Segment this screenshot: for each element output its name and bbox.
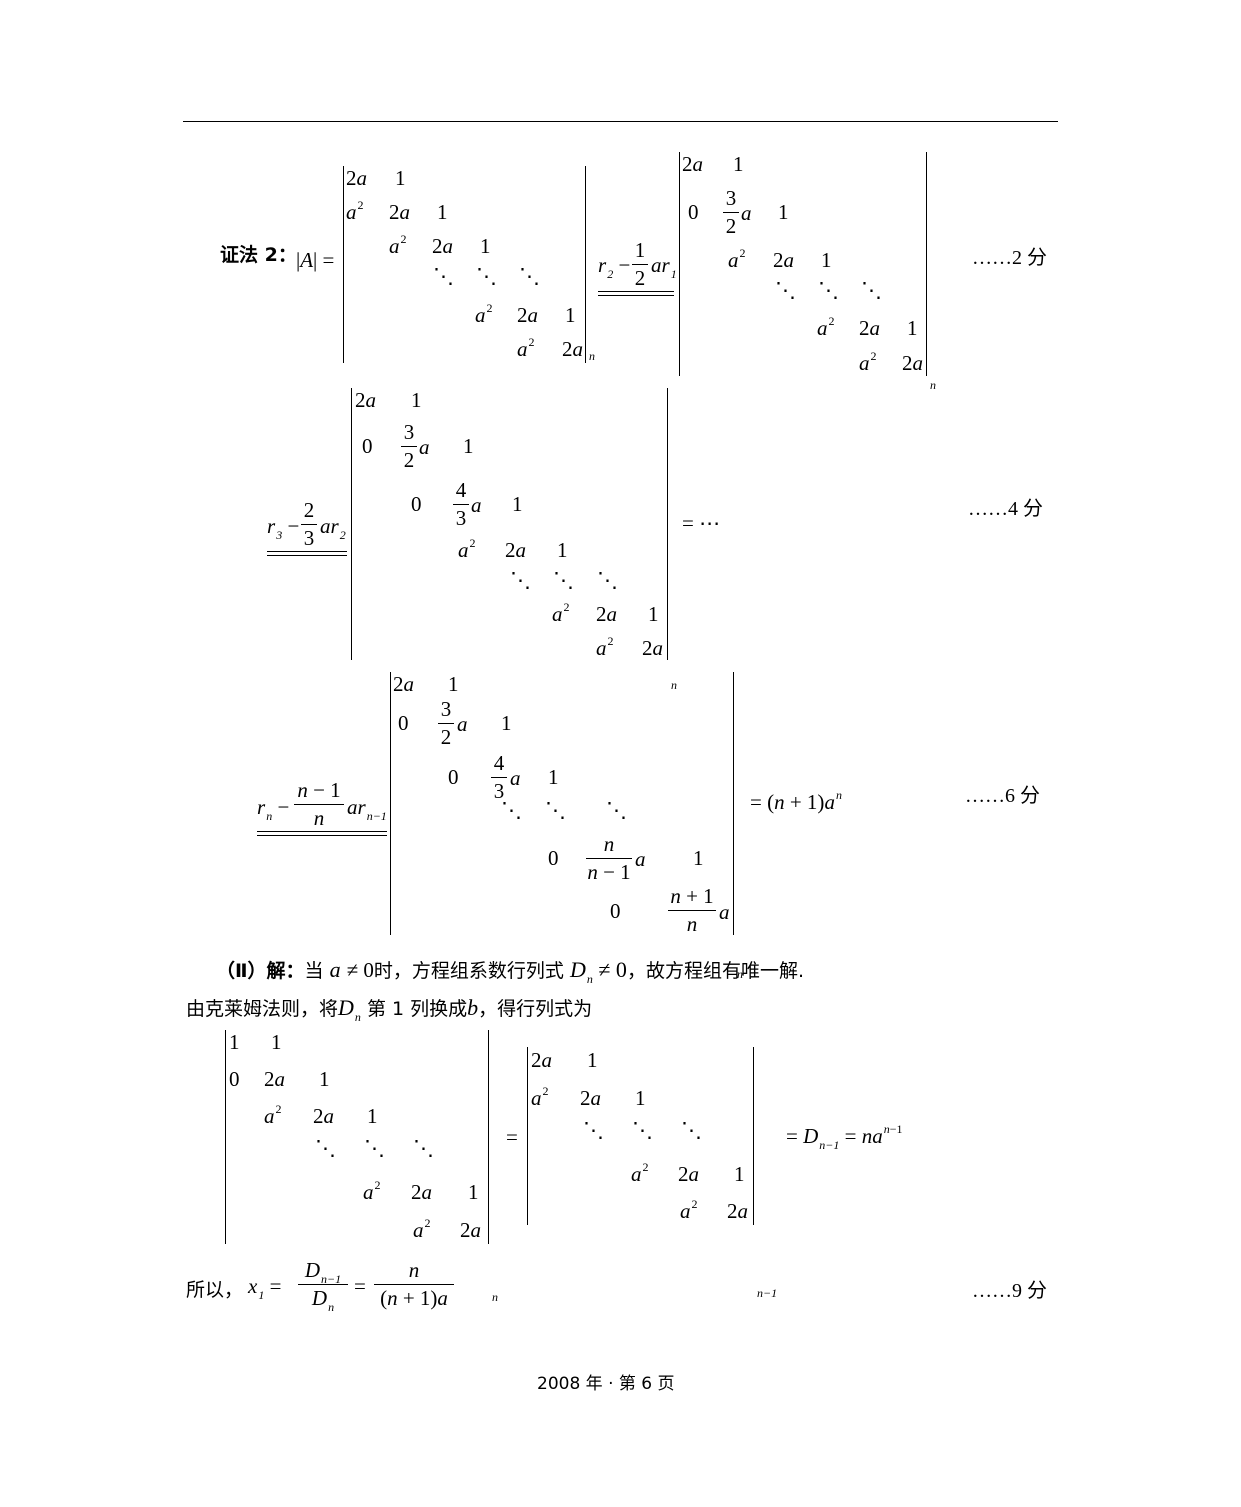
score-9: ……9 分: [972, 1280, 1047, 1302]
det6-right-bar: [753, 1047, 754, 1225]
det1-right-bar: [585, 166, 586, 363]
det5-entries: 1 1 0 2a 1 a2 2a 1 ⋱ ⋱ ⋱ a2 2a 1 a2 2a n: [229, 1030, 498, 1305]
det4-right-bar: [733, 672, 734, 935]
score-2: ……2 分: [972, 247, 1047, 269]
det4-left-bar: [390, 672, 391, 935]
det1-left-bar: [343, 166, 344, 363]
det3-left-bar: [351, 388, 352, 660]
proof-label: 证法 2：: [220, 244, 297, 266]
header-rule: [183, 121, 1058, 122]
score-6: ……6 分: [965, 785, 1040, 807]
equals-2: =: [354, 1274, 366, 1298]
det2-left-bar: [679, 152, 680, 376]
det-a-label: |A| =: [296, 248, 335, 272]
det5-left-bar: [225, 1030, 226, 1244]
det1-entries: 2a 1 a2 2a 1 a2 2a 1 ⋱ ⋱ ⋱ a2 2a 1 a2 2a…: [346, 166, 595, 364]
page-footer: 2008 年 · 第 6 页: [537, 1374, 675, 1394]
x1-fraction-2: n(n + 1)a: [374, 1260, 454, 1309]
result-2: = Dn−1 = nan−1: [786, 1122, 903, 1152]
equals-ellipsis: = ⋯: [682, 511, 721, 535]
result-1: = (n + 1)an: [750, 788, 842, 814]
part2-line: （Ⅱ）解：当 a ≠ 0时，方程组系数行列式 Dn ≠ 0，故方程组有唯一解.: [216, 957, 804, 986]
det6-left-bar: [527, 1047, 528, 1225]
cramer-line: 由克莱姆法则，将Dn 第 1 列换成b，得行列式为: [186, 995, 593, 1024]
det6-entries: 2a 1 a2 2a 1 ⋱ ⋱ ⋱ a2 2a 1 a2 2a n−1: [531, 1048, 778, 1301]
equals-1: =: [506, 1125, 518, 1149]
part2-label: （Ⅱ）解：: [216, 960, 305, 982]
det2-right-bar: [926, 152, 927, 376]
conclusion-label: 所以，: [186, 1279, 244, 1301]
score-4: ……4 分: [968, 498, 1043, 520]
x1-label: x1 =: [248, 1274, 282, 1302]
det3-right-bar: [667, 388, 668, 660]
det5-right-bar: [488, 1030, 489, 1244]
